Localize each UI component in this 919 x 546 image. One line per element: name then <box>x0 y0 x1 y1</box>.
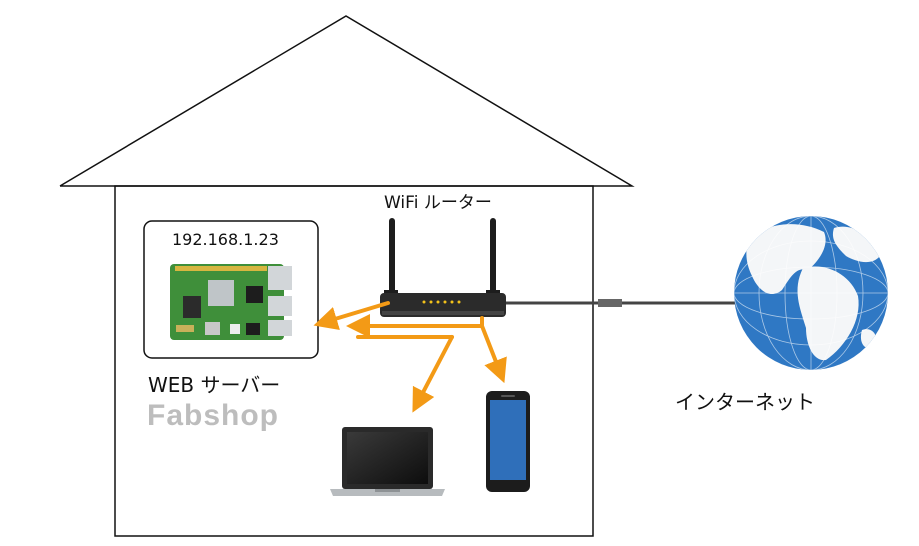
raspberry-pi-board-icon <box>170 264 292 340</box>
web-server-label: WEB サーバー <box>148 373 281 397</box>
globe-icon <box>734 216 888 370</box>
smartphone-icon <box>486 391 530 492</box>
internet-cable <box>505 299 736 307</box>
server-ip-label: 192.168.1.23 <box>172 230 279 249</box>
data-flow-arrows <box>313 301 507 413</box>
arrow-to-smartphone <box>480 324 507 384</box>
arrow-to-laptop <box>412 335 454 413</box>
arrow-router-to-server-2 <box>346 314 484 338</box>
house-outline <box>59 15 635 537</box>
wifi-router-icon <box>380 218 506 317</box>
arrow-router-to-server <box>313 301 390 331</box>
laptop-icon <box>330 427 445 496</box>
internet-label: インターネット <box>675 390 815 414</box>
brand-label: Fabshop <box>147 399 279 432</box>
router-label: WiFi ルーター <box>384 193 492 213</box>
